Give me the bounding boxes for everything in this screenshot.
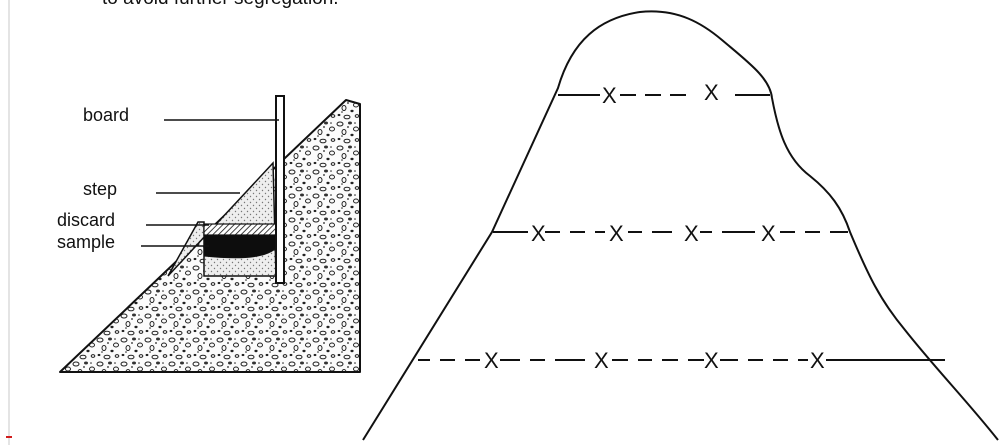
sample-point-x: X (602, 83, 617, 108)
step-area (167, 161, 277, 277)
board-label: board (83, 105, 129, 125)
sample-layer (203, 234, 277, 259)
board (275, 95, 285, 284)
sample-point-x: X (609, 221, 624, 246)
sample-point-x: X (704, 80, 719, 105)
sample-point-x: X (484, 348, 499, 373)
sample-point-x: X (761, 221, 776, 246)
sample-point-x: X (684, 221, 699, 246)
left-margin-rule (8, 0, 10, 445)
sample-point-x: X (531, 221, 546, 246)
discard-label: discard (57, 210, 115, 230)
left-margin-marker (6, 436, 12, 438)
sample-point-x: X (594, 348, 609, 373)
sample-point-x: X (810, 348, 825, 373)
sampling-cross-section: board step discard sample (57, 95, 361, 373)
header-text: to avoid further segregation. (102, 0, 339, 10)
stockpile-diagram: X X X X X X X X X X (362, 10, 999, 441)
sample-label: sample (57, 232, 115, 252)
discard-layer (203, 223, 277, 236)
stockpile-outline (362, 10, 999, 441)
sample-point-x: X (704, 348, 719, 373)
step-label: step (83, 179, 117, 199)
